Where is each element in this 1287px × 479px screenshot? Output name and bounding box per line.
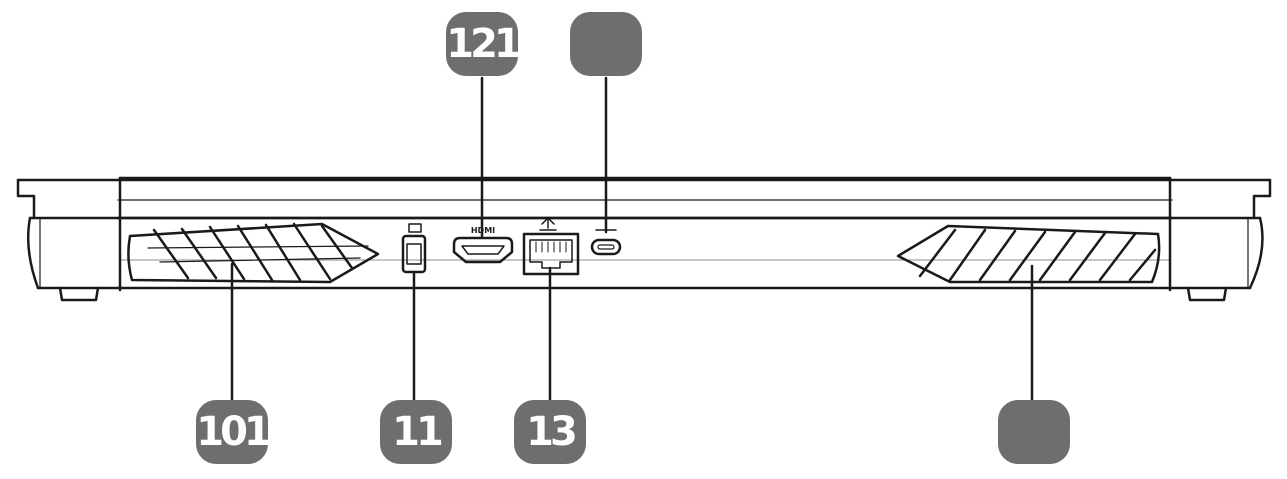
callout-usb-c [570,12,642,76]
ethernet-port [522,217,580,276]
usb-c-port [590,229,622,256]
hdmi-port [452,236,514,264]
laptop-body [16,176,1272,302]
hdmi-marking: HDMI [471,226,495,235]
right-air-vent [896,224,1161,284]
leader-lines [230,76,1034,402]
callout-mini-dp: 11 [380,400,452,464]
callout-vent-right [998,400,1070,464]
callout-vent-left: 101 [196,400,272,464]
callout-hdmi: 121 [446,12,522,76]
left-air-vent [127,222,380,284]
mini-displayport [401,223,427,274]
callout-lan: 13 [514,400,586,464]
